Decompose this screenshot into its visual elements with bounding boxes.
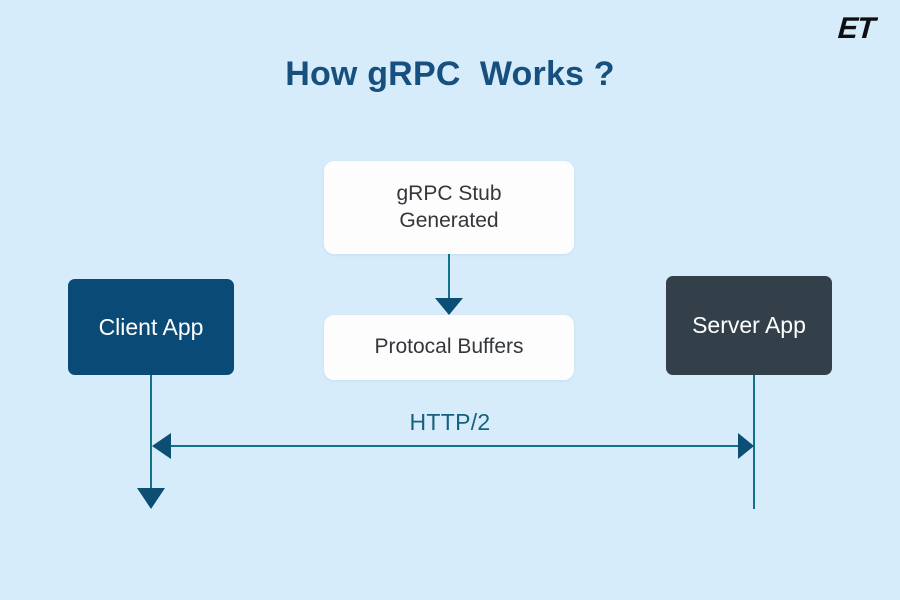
node-grpc-stub-line2: Generated: [399, 208, 499, 232]
node-server-app-label: Server App: [692, 312, 806, 339]
edge-stub-to-protobuf: [435, 254, 463, 315]
node-grpc-stub-line1: gRPC Stub: [396, 182, 502, 206]
brand-logo: ET: [836, 12, 876, 45]
node-client-app-label: Client App: [98, 313, 204, 340]
edge-http2-channel: [152, 433, 754, 459]
edge-label-http2: HTTP/2: [409, 409, 491, 435]
node-server-app[interactable]: Server App: [666, 276, 832, 375]
node-protocal-buffers-label: Protocal Buffers: [374, 335, 524, 359]
node-grpc-stub-label: gRPC Stub Generated: [396, 181, 501, 234]
node-protocal-buffers[interactable]: Protocal Buffers: [324, 315, 574, 380]
node-grpc-stub[interactable]: gRPC Stub Generated: [324, 161, 574, 254]
edge-client-lifeline: [137, 375, 165, 509]
node-client-app[interactable]: Client App: [68, 279, 234, 375]
page-title: How gRPC Works ?: [285, 55, 615, 93]
